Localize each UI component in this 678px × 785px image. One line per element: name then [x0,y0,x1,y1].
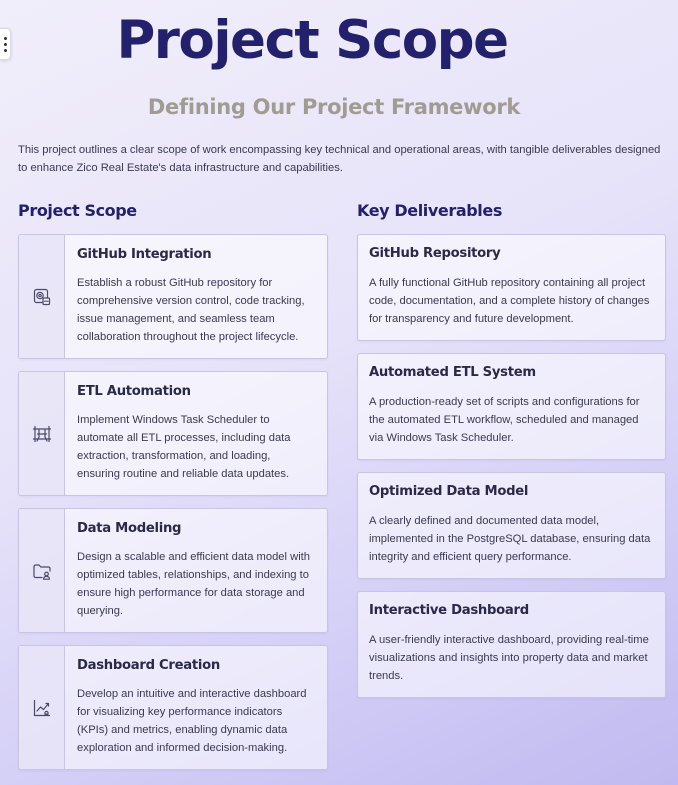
scope-card-title: GitHub Integration [77,247,212,262]
scope-card-github-integration: GitHub Integration Establish a robust Gi… [18,234,328,359]
deliverable-card-description: A user-friendly interactive dashboard, p… [369,634,649,682]
scope-card-title: Data Modeling [77,521,182,536]
scope-card-dashboard-creation: Dashboard Creation Develop an intuitive … [18,645,328,770]
project-scope-heading: Project Scope [18,201,137,220]
scope-icon-strip [19,646,65,769]
page-subtitle: Defining Our Project Framework [147,95,521,119]
scope-card-description: Develop an intuitive and interactive das… [77,688,307,754]
deliverable-card-title: GitHub Repository [369,246,501,261]
scope-icon-strip [19,509,65,632]
scope-card-etl-automation: ETL Automation Implement Windows Task Sc… [18,371,328,496]
repository-icon [33,288,50,305]
deliverable-card-automated-etl-system: Automated ETL System A production-ready … [357,353,666,460]
menu-dot [3,42,7,46]
scope-card-title: ETL Automation [77,384,191,399]
scope-icon-strip [19,235,65,358]
deliverable-card-title: Optimized Data Model [369,484,529,499]
menu-dot [3,48,7,52]
scope-card-title: Dashboard Creation [77,658,220,673]
scope-card-data-modeling: Data Modeling Design a scalable and effi… [18,508,328,633]
deliverable-card-description: A fully functional GitHub repository con… [369,277,650,325]
intro-paragraph: This project outlines a clear scope of w… [18,144,661,174]
scope-icon-strip [19,372,65,495]
deliverable-card-description: A clearly defined and documented data mo… [369,515,651,563]
project-scope-column: Project Scope GitHub Integration Establi… [18,200,328,782]
deliverable-card-title: Interactive Dashboard [369,603,529,618]
deliverable-card-optimized-data-model: Optimized Data Model A clearly defined a… [357,472,666,579]
key-deliverables-heading: Key Deliverables [357,201,502,220]
key-deliverables-column: Key Deliverables GitHub Repository A ful… [357,200,666,710]
scope-card-description: Implement Windows Task Scheduler to auto… [77,414,291,480]
menu-dot [3,36,7,40]
page-title: Project Scope [116,10,509,71]
deliverable-card-interactive-dashboard: Interactive Dashboard A user-friendly in… [357,591,666,698]
scope-card-description: Establish a robust GitHub repository for… [77,277,305,343]
chart-line-icon [33,699,50,716]
deliverable-card-github-repository: GitHub Repository A fully functional Git… [357,234,666,341]
pipeline-icon [32,425,51,442]
deliverable-card-title: Automated ETL System [369,365,536,380]
menu-handle[interactable] [0,28,11,60]
scope-card-description: Design a scalable and efficient data mod… [77,551,311,617]
folder-user-icon [32,563,51,580]
deliverable-card-description: A production-ready set of scripts and co… [369,396,640,444]
